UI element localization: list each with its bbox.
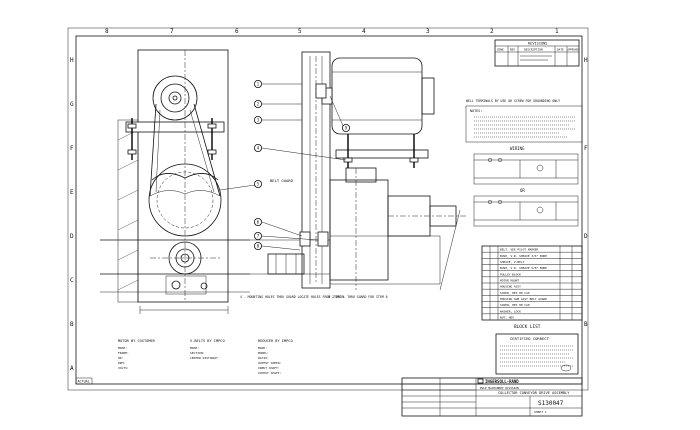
zone-label: 3	[426, 28, 430, 35]
callout-label: 5	[257, 182, 260, 187]
division-name: PULP MACHINERY DIVISION	[480, 386, 519, 390]
notes-intro: WELL TERMINALS BY USE OR SCREW FOR GROUN…	[466, 99, 560, 103]
callout-label: 8	[257, 244, 260, 249]
zone-label: F	[584, 145, 588, 152]
motor-spec-line: MAKE:	[118, 346, 127, 350]
belt-drive-elevation-view	[100, 49, 250, 314]
belt-spec-line: CENTER DISTANCE:	[190, 356, 219, 360]
parts-row-description: SCREW, HEX HD CAP	[500, 303, 530, 307]
certified-title: CERTIFIED CORRECT	[510, 336, 550, 341]
wiring-or-label: OR	[520, 188, 525, 193]
zone-label: F	[70, 145, 74, 152]
notes-title: NOTES:	[470, 109, 482, 113]
zone-label: 2	[490, 28, 494, 35]
sheet-outer-border	[67, 27, 589, 391]
motor-spec-block: MOTOR BY CUSTOMER MAKE: FRAME: HP: RPM: …	[118, 339, 156, 370]
sheet-number: SHEET 1	[534, 410, 547, 414]
parts-row-description: BELT, VEE PILOT MARKER	[500, 248, 539, 252]
parts-row-description: PULLEY BLOCK	[500, 272, 521, 276]
reducer-spec-block: REDUCER BY IMPCO MAKE: MODEL: RATIO: OUT…	[258, 339, 293, 375]
certified-correct-block: CERTIFIED CORRECT	[495, 333, 579, 375]
zone-label: 4	[362, 28, 366, 35]
reducer-spec-line: RATIO:	[258, 356, 269, 360]
reducer-spec-line: MODEL:	[258, 351, 269, 355]
side-elevation-view	[250, 51, 468, 291]
belt-spec-block: V-BELTS BY IMPCO MAKE: SECTION: CENTER D…	[190, 339, 225, 360]
item-callouts: 1 2 3 4 5 6 7 8 9	[219, 80, 350, 251]
mounting-holes-note: 4 - MOUNTING HOLES THRU GUARD LOCATE HOL…	[240, 295, 344, 299]
reducer-spec-line: OUTPUT SPEED:	[258, 361, 282, 365]
company-name: INGERSOLL-RAND	[485, 379, 519, 384]
revision-header: ZONE	[497, 48, 504, 52]
callout-label: 3	[257, 118, 260, 123]
zone-label: C	[70, 277, 74, 284]
parts-row-description: HOUSING SUB ASSY BELT GUARD	[500, 297, 547, 301]
zone-label: 1	[555, 28, 559, 35]
zone-label: E	[70, 189, 74, 196]
callout-label: 9	[345, 126, 348, 131]
motor-spec-title: MOTOR BY CUSTOMER	[118, 339, 156, 343]
zone-label: 8	[105, 28, 109, 35]
parts-row-description: SHEAVE, V-BELT	[500, 260, 525, 264]
parts-row-description: BUSH, V.R. SHEAVE 3/4" BORE	[500, 254, 547, 258]
motor-spec-line: HP:	[118, 356, 124, 360]
callout-label: 2	[257, 102, 260, 107]
reducer-spec-line: OUTPUT SHAFT:	[258, 371, 282, 375]
parts-row-description: HOUSING ASSY	[500, 285, 521, 289]
revision-header: DESCRIPTION	[524, 48, 543, 52]
belt-spec-line: SECTION:	[190, 351, 205, 355]
parts-row-description: SCREW, HEX HD CAP	[500, 291, 530, 295]
zone-label: D	[70, 233, 74, 240]
belt-spec-title: V-BELTS BY IMPCO	[190, 339, 225, 343]
notes-panel: WELL TERMINALS BY USE OR SCREW FOR GROUN…	[465, 99, 583, 227]
reducer-spec-title: REDUCER BY IMPCO	[258, 339, 293, 343]
reducer-spec-line: MAKE:	[258, 346, 267, 350]
zone-label: B	[70, 321, 74, 328]
callout-label: 7	[257, 234, 260, 239]
revision-header: REV	[510, 48, 515, 52]
revision-title: REVISIONS	[528, 42, 547, 46]
parts-list: BELT, VEE PILOT MARKER BUSH, V.R. SHEAVE …	[481, 245, 583, 330]
title-block: INGERSOLL-RAND PULP MACHINERY DIVISION C…	[401, 377, 583, 417]
motor-spec-line: RPM:	[118, 361, 125, 365]
revision-block: REVISIONS ZONE REV DESCRIPTION DATE APPR…	[494, 39, 580, 67]
zone-label: H	[70, 57, 74, 64]
motor-spec-line: VOLTS:	[118, 366, 129, 370]
revision-header: APPROVED	[568, 49, 580, 52]
zone-labels-top: 8 7 6 5 4 3 2 1	[105, 28, 559, 35]
zone-labels-side: H G F E D C B A H F D B	[70, 57, 588, 372]
parts-row-description: MOTOR MOUNT	[500, 278, 519, 282]
callout-label: 6	[257, 220, 260, 225]
callout-label: 4	[257, 146, 260, 151]
belt-guard-note: BELT GUARD	[270, 178, 294, 183]
revision-header: DATE	[557, 48, 564, 52]
zone-label: H	[584, 57, 588, 64]
reducer-spec-line: INPUT SHAFT:	[258, 366, 280, 370]
sheet-inner-border	[75, 35, 583, 385]
zone-label: D	[584, 233, 588, 240]
drawing-number: S130047	[538, 400, 564, 407]
zone-label: 5	[298, 28, 302, 35]
zone-label: B	[584, 321, 588, 328]
parts-list-title: BLOCK LIST	[514, 324, 541, 330]
wiring-label: WIRING	[510, 146, 525, 151]
belt-spec-line: MAKE:	[190, 346, 199, 350]
parts-row-description: BUSH, V.R. SHEAVE 5/8" BORE	[500, 266, 547, 270]
callout-label: 1	[257, 82, 260, 87]
parts-row-description: WASHER, LOCK	[500, 309, 521, 313]
drawing-title: COLLECTOR CONVEYOR DRIVE ASSEMBLY	[498, 391, 570, 395]
zone-label: 7	[170, 28, 174, 35]
motor-spec-line: FRAME:	[118, 351, 129, 355]
drill-holes-note: 4 - DRILL THRU GUARD FOR ITEM 6	[328, 295, 388, 299]
zone-label: G	[70, 101, 74, 108]
actual-stamp: ACTUAL	[78, 380, 90, 384]
zone-label: A	[70, 365, 74, 372]
zone-label: 6	[235, 28, 239, 35]
parts-row-description: NUT, HEX	[500, 315, 514, 319]
